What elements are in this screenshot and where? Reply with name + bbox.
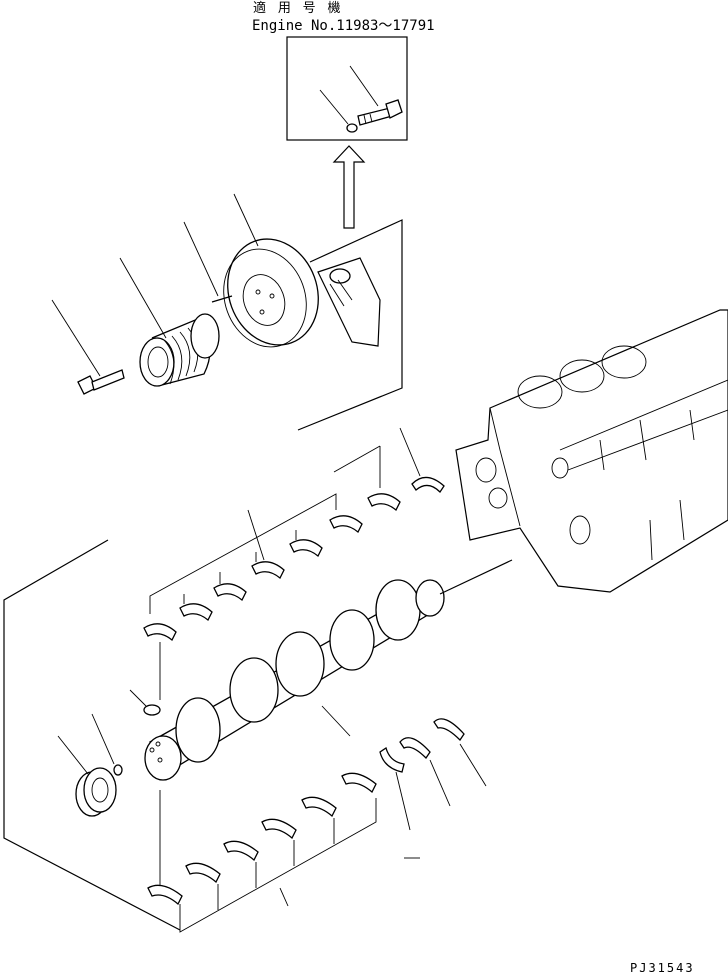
inset-washer (346, 123, 358, 133)
vibration-damper (223, 238, 319, 348)
crank-pulley (139, 313, 220, 387)
engine-number-range: Engine No.11983～17791 (252, 18, 435, 34)
upper-main-bearings (143, 493, 401, 642)
crankshaft (144, 559, 513, 781)
engine-block (455, 309, 728, 593)
dowel-pin (211, 295, 233, 303)
inset-box (286, 36, 408, 141)
lower-main-bearings (147, 772, 377, 906)
upper-thrust-washer (411, 476, 445, 494)
lower-thrust-washers (379, 718, 465, 773)
crank-gear (75, 767, 117, 817)
up-arrow-icon (332, 145, 366, 229)
drawing-code: PJ31543 (630, 961, 695, 975)
inset-bolt (357, 99, 403, 126)
bolt-detail-bracket (317, 257, 381, 347)
crank-pin (143, 704, 161, 716)
woodruff-key (113, 764, 123, 776)
pulley-bolt (77, 369, 125, 395)
applicability-label: 適 用 号 機 (253, 0, 342, 16)
